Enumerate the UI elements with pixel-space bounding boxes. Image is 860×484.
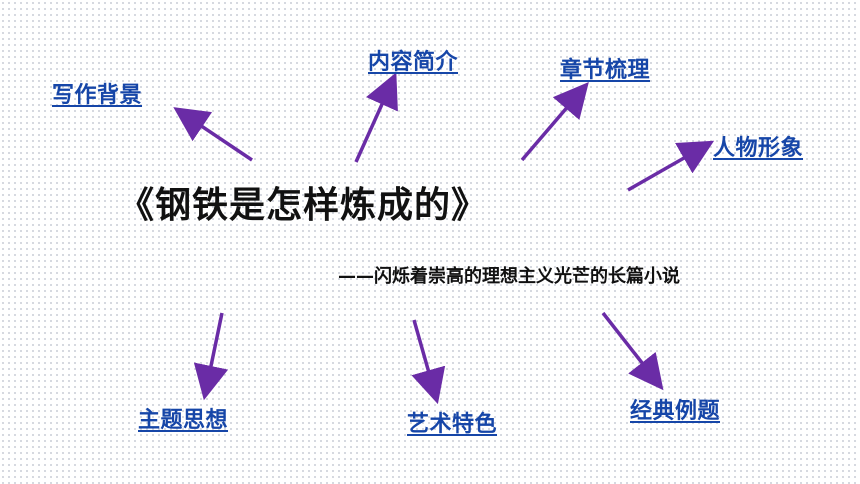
book-subtitle: ——闪烁着崇高的理想主义光芒的长篇小说 xyxy=(338,266,680,287)
arrow-to-summary xyxy=(354,72,398,163)
arrow-to-background xyxy=(173,107,253,162)
arrow-to-theme xyxy=(193,312,229,401)
topic-link-chapter-overview[interactable]: 章节梳理 xyxy=(560,58,651,83)
arrow-to-chapters xyxy=(520,82,589,162)
arrow-to-art xyxy=(411,319,446,405)
arrow-to-characters xyxy=(627,140,715,192)
topic-link-artistic-features[interactable]: 艺术特色 xyxy=(407,412,498,437)
topic-link-writing-background[interactable]: 写作背景 xyxy=(52,83,143,108)
topic-link-content-summary[interactable]: 内容简介 xyxy=(368,50,459,75)
book-title: 《钢铁是怎样炼成的》 xyxy=(118,185,489,226)
topic-link-theme[interactable]: 主题思想 xyxy=(138,408,229,433)
arrow-to-examples xyxy=(601,311,664,391)
topic-link-characters[interactable]: 人物形象 xyxy=(713,136,804,161)
topic-link-classic-examples[interactable]: 经典例题 xyxy=(630,399,721,424)
